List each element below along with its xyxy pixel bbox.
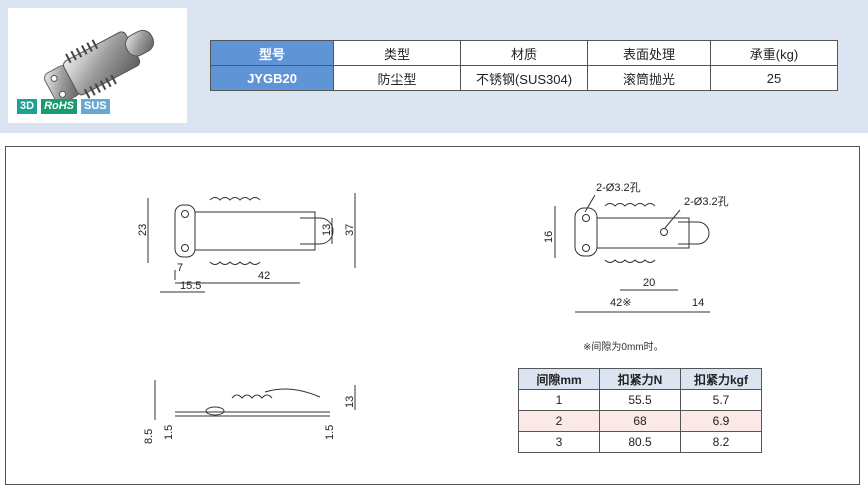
dim-1-5-right: 1.5	[324, 425, 336, 440]
table-row: 3 80.5 8.2	[518, 431, 762, 453]
gap-cell: 68	[599, 410, 681, 432]
gap-header-cell: 扣紧力N	[599, 368, 681, 390]
dim-42: 42	[258, 270, 270, 282]
gap-cell: 3	[518, 431, 600, 453]
spec-value-cell: 滚筒抛光	[587, 65, 711, 91]
badge-rohs: RoHS	[41, 99, 78, 114]
dim-13: 13	[321, 224, 333, 236]
gap-header-cell: 间隙mm	[518, 368, 600, 390]
table-row: 1 55.5 5.7	[518, 389, 762, 411]
dim-14: 14	[692, 297, 704, 309]
hole-label-2: 2-Ø3.2孔	[684, 195, 729, 208]
gap-cell: 2	[518, 410, 600, 432]
spec-value-row: JYGB20 防尘型 不锈钢(SUS304) 滚筒抛光 25	[210, 65, 838, 91]
side-view	[154, 380, 356, 420]
spec-header-row: 型号 类型 材质 表面处理 承重(kg)	[210, 40, 838, 66]
dim-15-5: 15.5	[180, 280, 201, 292]
spec-value-cell: 25	[710, 65, 838, 91]
spec-header-cell: 类型	[333, 40, 461, 66]
spec-value-cell: 不锈钢(SUS304)	[460, 65, 588, 91]
top-view	[147, 193, 356, 293]
right-view	[554, 194, 710, 313]
clamp-force-table: 间隙mm 扣紧力N 扣紧力kgf 1 55.5 5.7 2 68 6.9 3 8…	[518, 368, 762, 453]
dim-8-5: 8.5	[143, 429, 155, 444]
gap-cell: 1	[518, 389, 600, 411]
dim-16: 16	[543, 231, 555, 243]
hole-label-1: 2-Ø3.2孔	[596, 181, 641, 194]
dim-side-13: 13	[344, 396, 356, 408]
spec-header-cell: 型号	[210, 40, 334, 66]
gap-cell: 5.7	[680, 389, 762, 411]
spec-header-cell: 表面处理	[587, 40, 711, 66]
dim-7: 7	[177, 262, 183, 274]
latch-image	[44, 29, 155, 104]
gap-header-row: 间隙mm 扣紧力N 扣紧力kgf	[518, 368, 762, 390]
dim-23: 23	[137, 224, 149, 236]
spec-model-cell: JYGB20	[210, 65, 334, 91]
spec-table: 型号 类型 材质 表面处理 承重(kg) JYGB20 防尘型 不锈钢(SUS3…	[210, 40, 838, 91]
gap-cell: 80.5	[599, 431, 681, 453]
gap-cell: 8.2	[680, 431, 762, 453]
cert-badges: 3D RoHS SUS	[17, 99, 110, 114]
spec-value-cell: 防尘型	[333, 65, 461, 91]
gap-cell: 6.9	[680, 410, 762, 432]
badge-3d: 3D	[17, 99, 38, 114]
spec-header-cell: 承重(kg)	[710, 40, 838, 66]
badge-sus: SUS	[81, 99, 110, 114]
gap-cell: 55.5	[599, 389, 681, 411]
table-row: 2 68 6.9	[518, 410, 762, 432]
gap-header-cell: 扣紧力kgf	[680, 368, 762, 390]
gap-note: ※间隙为0mm时。	[583, 342, 664, 353]
dim-20: 20	[643, 277, 655, 289]
dim-42-star: 42※	[610, 297, 631, 309]
dim-37: 37	[344, 224, 356, 236]
product-photo	[8, 8, 187, 123]
dim-1-5-left: 1.5	[163, 425, 175, 440]
